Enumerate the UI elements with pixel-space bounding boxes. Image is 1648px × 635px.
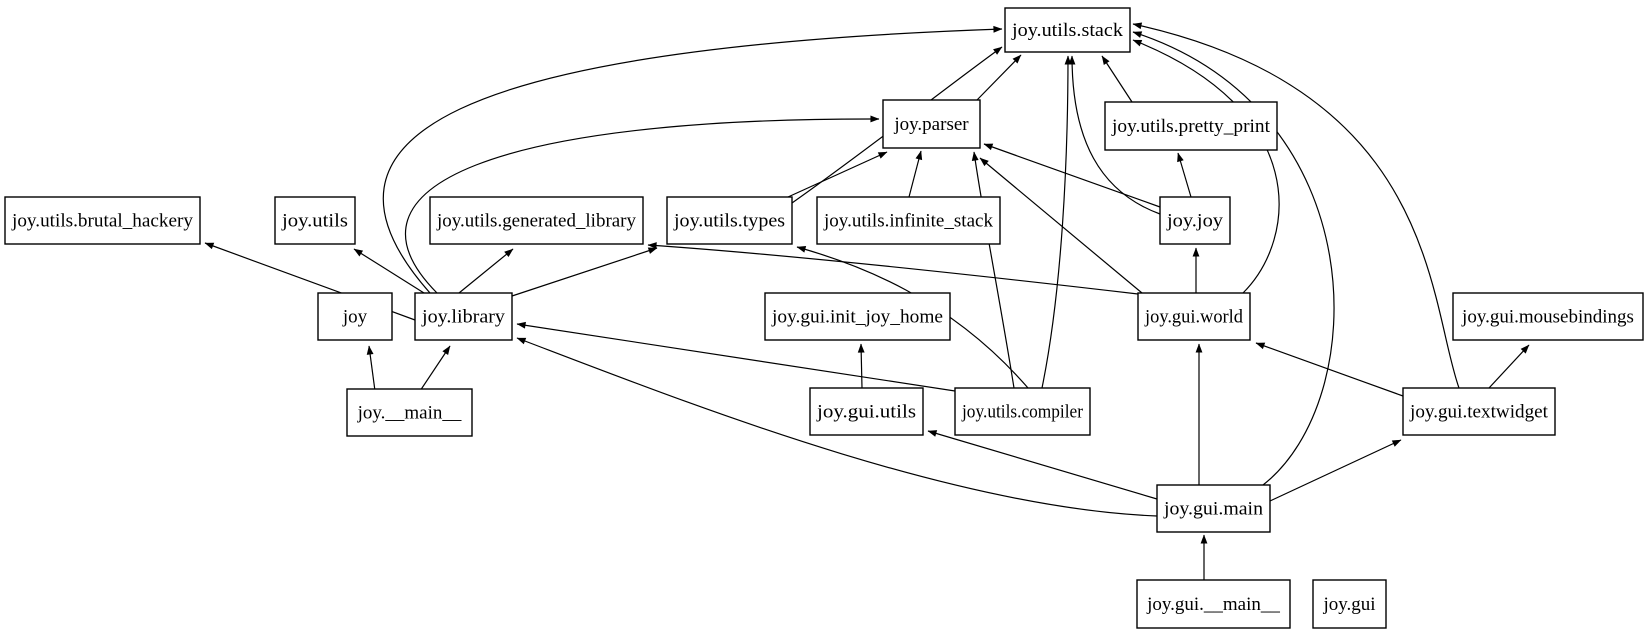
edge-joy-gui-main-to-joy-utils-stack (1132, 31, 1335, 486)
edge-joy-joy-to-joy-utils-pretty-print (1177, 152, 1192, 198)
edge-joy-gui-world-to-joy-utils-generated-library (647, 242, 1139, 295)
edge-layer (204, 22, 1530, 580)
edge-joy-gui-utils-to-joy-gui-init-joy-home (857, 343, 865, 389)
node-label-joy-gui-main: joy.gui.main (1163, 499, 1264, 520)
edge-joy-gui-textwidget-to-joy-gui-world (1255, 342, 1404, 397)
node-label-joy-gui-main: joy.gui.__main__ (1146, 594, 1280, 615)
node-joy-gui: joy.gui (1312, 579, 1387, 629)
node-joy-utils-brutal-hackery: joy.utils.brutal_hackery (4, 196, 201, 245)
node-joy-utils-compiler: joy.utils.compiler (954, 387, 1091, 436)
node-label-joy-utils-types: joy.utils.types (673, 211, 785, 232)
edge-joy-joy-to-joy-utils-stack (1068, 55, 1161, 215)
edge-joy-library-to-joy-utils-types (511, 247, 658, 297)
node-box-joy-library (414, 292, 513, 341)
node-box-joy-gui-main (1156, 484, 1271, 533)
edge-joy-utils-compiler-to-joy-parser (971, 151, 1015, 389)
node-label-joy-utils-infinite-stack: joy.utils.infinite_stack (823, 211, 993, 232)
edge-joy-utils-types-to-joy-parser (787, 151, 888, 198)
node-joy-gui-utils: joy.gui.utils (809, 387, 924, 436)
edge-joy-utils-compiler-to-joy-library (516, 321, 956, 392)
node-label-joy-gui-world: joy.gui.world (1144, 307, 1243, 328)
node-label-joy-parser: joy.parser (893, 114, 969, 135)
edge-joy-gui-main-to-joy-library (516, 337, 1158, 517)
edge-joy-library-to-joy-utils-stack (382, 25, 1003, 294)
edge-joy-library-to-joy-utils (353, 248, 425, 294)
node-joy-gui-init-joy-home: joy.gui.init_joy_home (764, 292, 951, 341)
node-box-joy-utils-pretty-print (1104, 101, 1278, 151)
node-box-joy-utils-generated-library (429, 196, 644, 245)
node-joy-gui-main: joy.gui.main (1156, 484, 1271, 533)
node-box-joy (317, 292, 393, 341)
edge-joy-utils-pretty-print-to-joy-utils-stack (1101, 55, 1133, 103)
node-joy-gui-textwidget: joy.gui.textwidget (1402, 387, 1556, 436)
node-box-joy-gui-init-joy-home (764, 292, 951, 341)
node-layer: joy.utils.stack joy.parser joy.utils.prett… (4, 7, 1644, 629)
edge-joy-gui-main-to-joy-gui-textwidget (1269, 439, 1402, 502)
node-box-joy-utils-stack (1004, 7, 1131, 53)
node-label-joy-library: joy.library (421, 307, 506, 328)
node-label-joy-gui-init-joy-home: joy.gui.init_joy_home (771, 307, 943, 328)
node-joy-gui-main: joy.gui.__main__ (1136, 579, 1291, 629)
node-box-joy-gui-main (1136, 579, 1291, 629)
edge-joy-gui-world-to-joy-utils-stack (1132, 39, 1280, 294)
node-box-joy-main (346, 388, 473, 437)
edge-joy-utils-compiler-to-joy-utils-types (796, 246, 1029, 389)
node-label-joy-gui-mousebindings: joy.gui.mousebindings (1461, 307, 1634, 328)
edge-joy-library-to-joy-parser (405, 115, 880, 294)
node-joy-main: joy.__main__ (346, 388, 473, 437)
node-box-joy-utils-compiler (954, 387, 1091, 436)
node-label-joy-utils-generated-library: joy.utils.generated_library (436, 211, 636, 232)
node-joy-gui-mousebindings: joy.gui.mousebindings (1452, 292, 1644, 341)
node-box-joy-utils-brutal-hackery (4, 196, 201, 245)
edge-joy-joy-to-joy-parser (983, 143, 1161, 208)
edge-joy-gui-textwidget-to-joy-gui-mousebindings (1488, 344, 1530, 389)
edge-joy-utils-compiler-to-joy-utils-stack (1041, 55, 1072, 389)
node-label-joy-utils-compiler: joy.utils.compiler (961, 402, 1084, 423)
node-box-joy-utils-types (666, 196, 793, 245)
node-label-joy-joy: joy.joy (1166, 211, 1224, 232)
edge-joy-main-to-joy-library (419, 345, 451, 392)
node-label-joy-utils-brutal-hackery: joy.utils.brutal_hackery (11, 211, 194, 232)
edge-joy-library-to-joy-utils-generated-library (458, 248, 514, 294)
node-joy-utils-pretty-print: joy.utils.pretty_print (1104, 101, 1278, 151)
node-label-joy-gui: joy.gui (1322, 594, 1375, 615)
edge-joy-main-to-joy (366, 345, 376, 392)
edge-joy-gui-textwidget-to-joy-utils-stack (1132, 22, 1460, 389)
edge-joy-utils-infinite-stack-to-joy-parser (908, 150, 923, 198)
node-box-joy-joy (1159, 196, 1231, 245)
node-joy-library: joy.library (414, 292, 513, 341)
node-joy-utils-generated-library: joy.utils.generated_library (429, 196, 644, 245)
node-box-joy-gui (1312, 579, 1387, 629)
node-joy: joy (317, 292, 393, 341)
node-label-joy-gui-textwidget: joy.gui.textwidget (1409, 402, 1549, 423)
node-label-joy-main: joy.__main__ (357, 403, 462, 424)
node-box-joy-utils-infinite-stack (816, 196, 1001, 245)
node-label-joy-gui-utils: joy.gui.utils (816, 402, 916, 423)
node-label-joy-utils-stack: joy.utils.stack (1011, 20, 1124, 41)
node-joy-joy: joy.joy (1159, 196, 1231, 245)
node-joy-utils-infinite-stack: joy.utils.infinite_stack (816, 196, 1001, 245)
node-joy-utils-types: joy.utils.types (666, 196, 793, 245)
node-box-joy-gui-textwidget (1402, 387, 1556, 436)
edge-joy-parser-to-joy-utils-stack (976, 54, 1022, 101)
node-label-joy-utils: joy.utils (281, 211, 348, 232)
node-joy-parser: joy.parser (882, 99, 981, 149)
edge-joy-gui-world-to-joy-parser (979, 157, 1143, 294)
edge-joy-gui-main-to-joy-gui-utils (927, 430, 1158, 500)
node-box-joy-gui-utils (809, 387, 924, 436)
node-joy-gui-world: joy.gui.world (1137, 292, 1251, 341)
node-box-joy-gui-mousebindings (1452, 292, 1644, 341)
node-joy-utils: joy.utils (274, 196, 356, 245)
node-label-joy-utils-pretty-print: joy.utils.pretty_print (1111, 116, 1271, 137)
node-label-joy: joy (342, 307, 368, 328)
node-joy-utils-stack: joy.utils.stack (1004, 7, 1131, 53)
node-box-joy-parser (882, 99, 981, 149)
node-box-joy-gui-world (1137, 292, 1251, 341)
node-box-joy-utils (274, 196, 356, 245)
